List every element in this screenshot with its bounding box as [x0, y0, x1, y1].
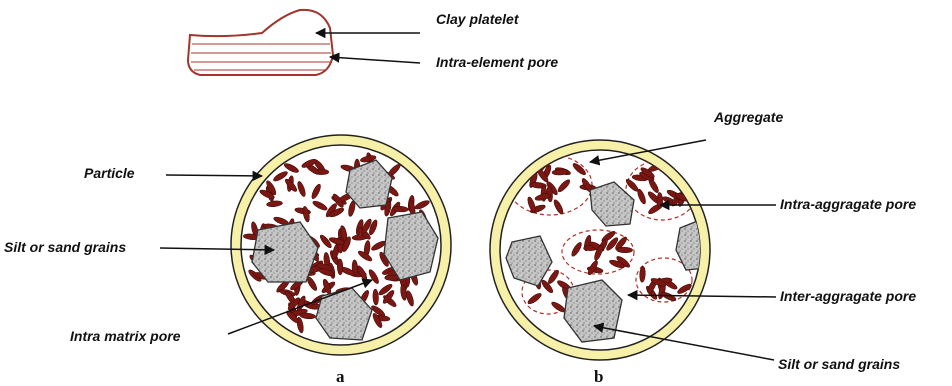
label-silt-sand-b: Silt or sand grains	[778, 356, 900, 372]
label-clay-platelet: Clay platelet	[436, 11, 520, 27]
caption-b: b	[594, 367, 603, 386]
label-intra-aggregate-pore: Intra-aggragate pore	[780, 196, 916, 212]
clay-particle	[617, 247, 633, 253]
label-intra-matrix-pore: Intra matrix pore	[70, 328, 181, 344]
clay-particle	[657, 192, 663, 208]
label-aggregate: Aggregate	[713, 109, 783, 125]
label-particle: Particle	[84, 165, 135, 181]
label-inter-aggregate-pore: Inter-aggragate pore	[780, 288, 916, 304]
label-silt-sand-a: Silt or sand grains	[4, 239, 126, 255]
clay-platelet-shape	[188, 10, 333, 75]
soil-fabric-a	[231, 135, 451, 355]
clay-particle	[337, 259, 343, 275]
intra-element-pore-arrow	[330, 57, 420, 63]
particle-arrow	[166, 175, 262, 176]
caption-a: a	[336, 367, 345, 386]
label-intra-element-pore: Intra-element pore	[436, 54, 558, 70]
